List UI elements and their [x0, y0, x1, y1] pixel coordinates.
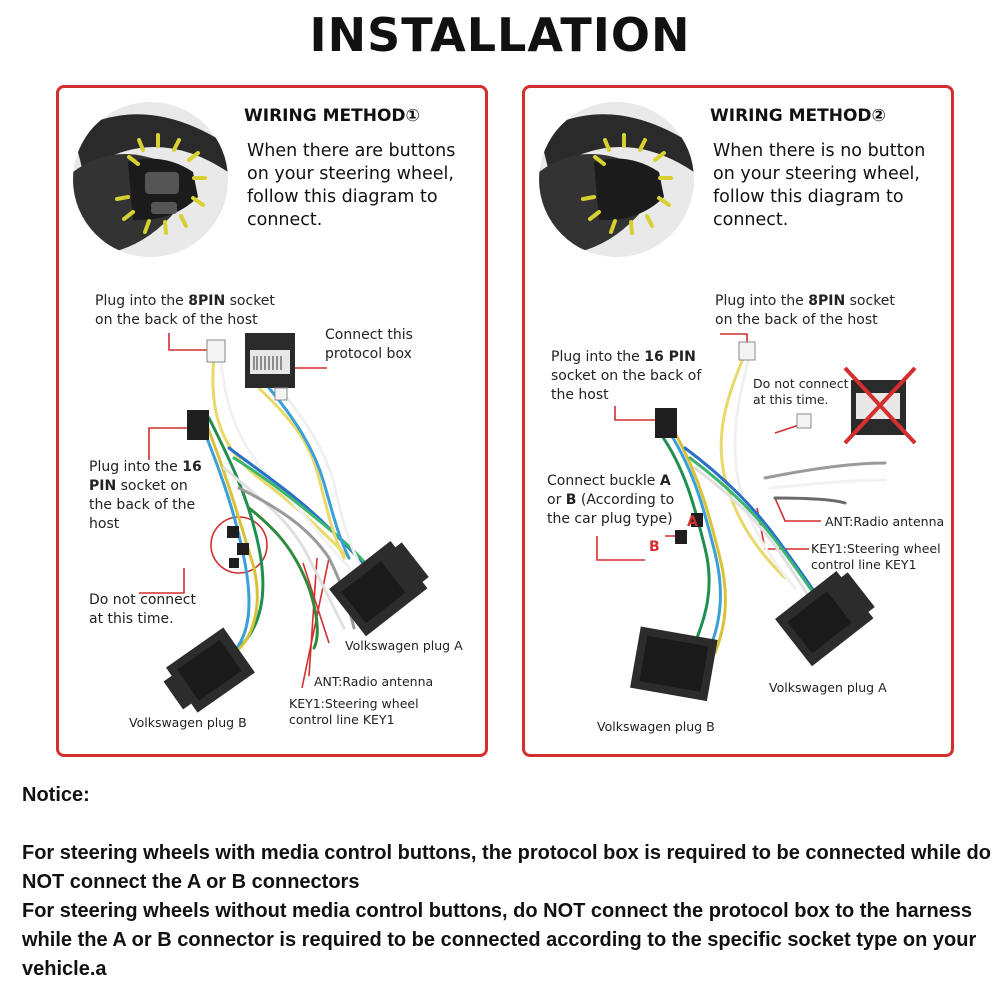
- label-connect-buckle: Connect buckle A or B (According to the …: [547, 473, 675, 527]
- method-heading: WIRING METHOD②: [710, 106, 886, 126]
- vw-plug-a: [775, 570, 875, 667]
- marker-a: A: [687, 514, 698, 530]
- marker-b: B: [649, 539, 660, 555]
- label-ant: ANT:Radio antenna: [825, 514, 945, 529]
- protocol-box: [245, 333, 295, 401]
- label-key1: KEY1:Steering wheel control line KEY1: [289, 696, 419, 727]
- notice-paragraph-1: For steering wheels with media control b…: [22, 842, 991, 893]
- wiring-method-2-panel: WIRING METHOD② When there is no button o…: [522, 85, 954, 757]
- label-8pin-socket: Plug into the 8PIN socket on the back of…: [95, 293, 275, 328]
- steering-wheel-without-buttons-image: [539, 102, 694, 257]
- label-key1: KEY1:Steering wheel control line KEY1: [811, 541, 941, 572]
- steering-wheel-with-buttons-image: [73, 102, 228, 257]
- vw-plug-b: [630, 626, 718, 702]
- label-vw-plug-b: Volkswagen plug B: [129, 715, 247, 730]
- label-vw-plug-a: Volkswagen plug A: [345, 638, 463, 653]
- vw-plug-b: [163, 627, 255, 713]
- method-heading: WIRING METHOD①: [244, 106, 420, 126]
- label-do-not-connect: Do not connect at this time.: [753, 376, 849, 407]
- harness-diagram-2: [596, 333, 917, 702]
- label-vw-plug-b: Volkswagen plug B: [597, 719, 715, 734]
- harness-diagram-1: [139, 333, 429, 713]
- label-16pin-socket: Plug into the 16 PIN socket on the back …: [551, 349, 702, 403]
- label-ant: ANT:Radio antenna: [314, 674, 434, 689]
- wiring-method-1-panel: WIRING METHOD① When there are buttons on…: [56, 85, 488, 757]
- label-protocol-box: Connect this protocol box: [325, 327, 413, 362]
- label-do-not-connect: Do not connect at this time.: [89, 592, 196, 627]
- notice-paragraph-2: For steering wheels without media contro…: [22, 900, 977, 980]
- vw-plug-a: [329, 540, 429, 637]
- label-vw-plug-a: Volkswagen plug A: [769, 680, 887, 695]
- label-8pin-socket: Plug into the 8PIN socket on the back of…: [715, 293, 895, 328]
- label-16pin-socket: Plug into the 16 PIN socket on the back …: [89, 459, 202, 532]
- crossed-out-protocol-box: [843, 366, 917, 445]
- page-title: INSTALLATION: [309, 8, 691, 62]
- method-description: When there is no button on your steering…: [713, 141, 926, 230]
- method-description: When there are buttons on your steering …: [247, 141, 456, 230]
- notice-heading: Notice:: [22, 784, 90, 806]
